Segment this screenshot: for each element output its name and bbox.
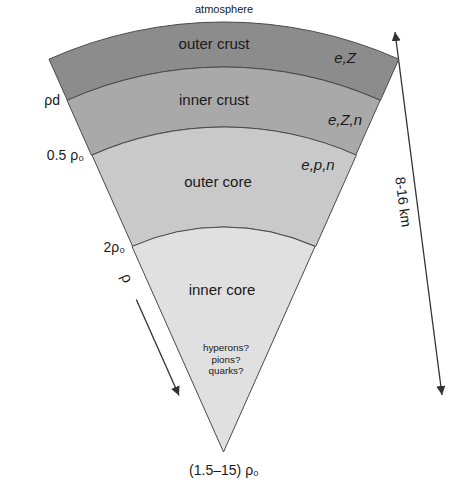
label-anchor: (1.5–15) ρ₀	[189, 462, 259, 479]
text-anchor: hyperons? pions? quarks?	[196, 342, 256, 377]
text-anchor: e,p,n	[301, 156, 334, 174]
dimension-label: 8-16 km	[391, 176, 414, 228]
axis-label: ρ	[117, 270, 137, 285]
density-label: 2ρ₀	[103, 239, 125, 256]
band-outline	[132, 227, 315, 452]
particle-list: e,Z,n	[328, 111, 362, 129]
label-anchor: ρd	[44, 92, 60, 109]
particle-list: e,p,n	[301, 156, 334, 174]
layer-name: outer core	[184, 173, 252, 191]
layer-name: inner crust	[179, 91, 249, 109]
layer-name: inner core	[189, 281, 256, 299]
label-anchor: 0.5 ρ₀	[47, 147, 84, 164]
text-anchor: outer core	[184, 173, 252, 191]
text-anchor: outer crust	[179, 35, 250, 53]
text-anchor: inner crust	[179, 91, 249, 109]
layer-name: outer crust	[179, 35, 250, 53]
layer-label: atmosphere	[195, 3, 253, 16]
density-label: ρd	[44, 92, 60, 109]
band-shape	[132, 227, 315, 452]
label-anchor: ρ	[117, 270, 137, 285]
density-label: 0.5 ρ₀	[47, 147, 84, 164]
label-anchor: atmosphere	[195, 3, 253, 16]
text-anchor: e,Z	[334, 49, 356, 67]
particle-list: e,Z	[334, 49, 356, 67]
label-anchor: 8-16 km	[391, 176, 414, 228]
text-anchor: inner core	[189, 281, 256, 299]
density-label: (1.5–15) ρ₀	[189, 462, 259, 479]
text-anchor: e,Z,n	[328, 111, 362, 129]
label-anchor: 2ρ₀	[103, 239, 125, 256]
particle-list: hyperons? pions? quarks?	[196, 342, 256, 377]
layer-band: inner core hyperons? pions? quarks?	[132, 227, 315, 452]
